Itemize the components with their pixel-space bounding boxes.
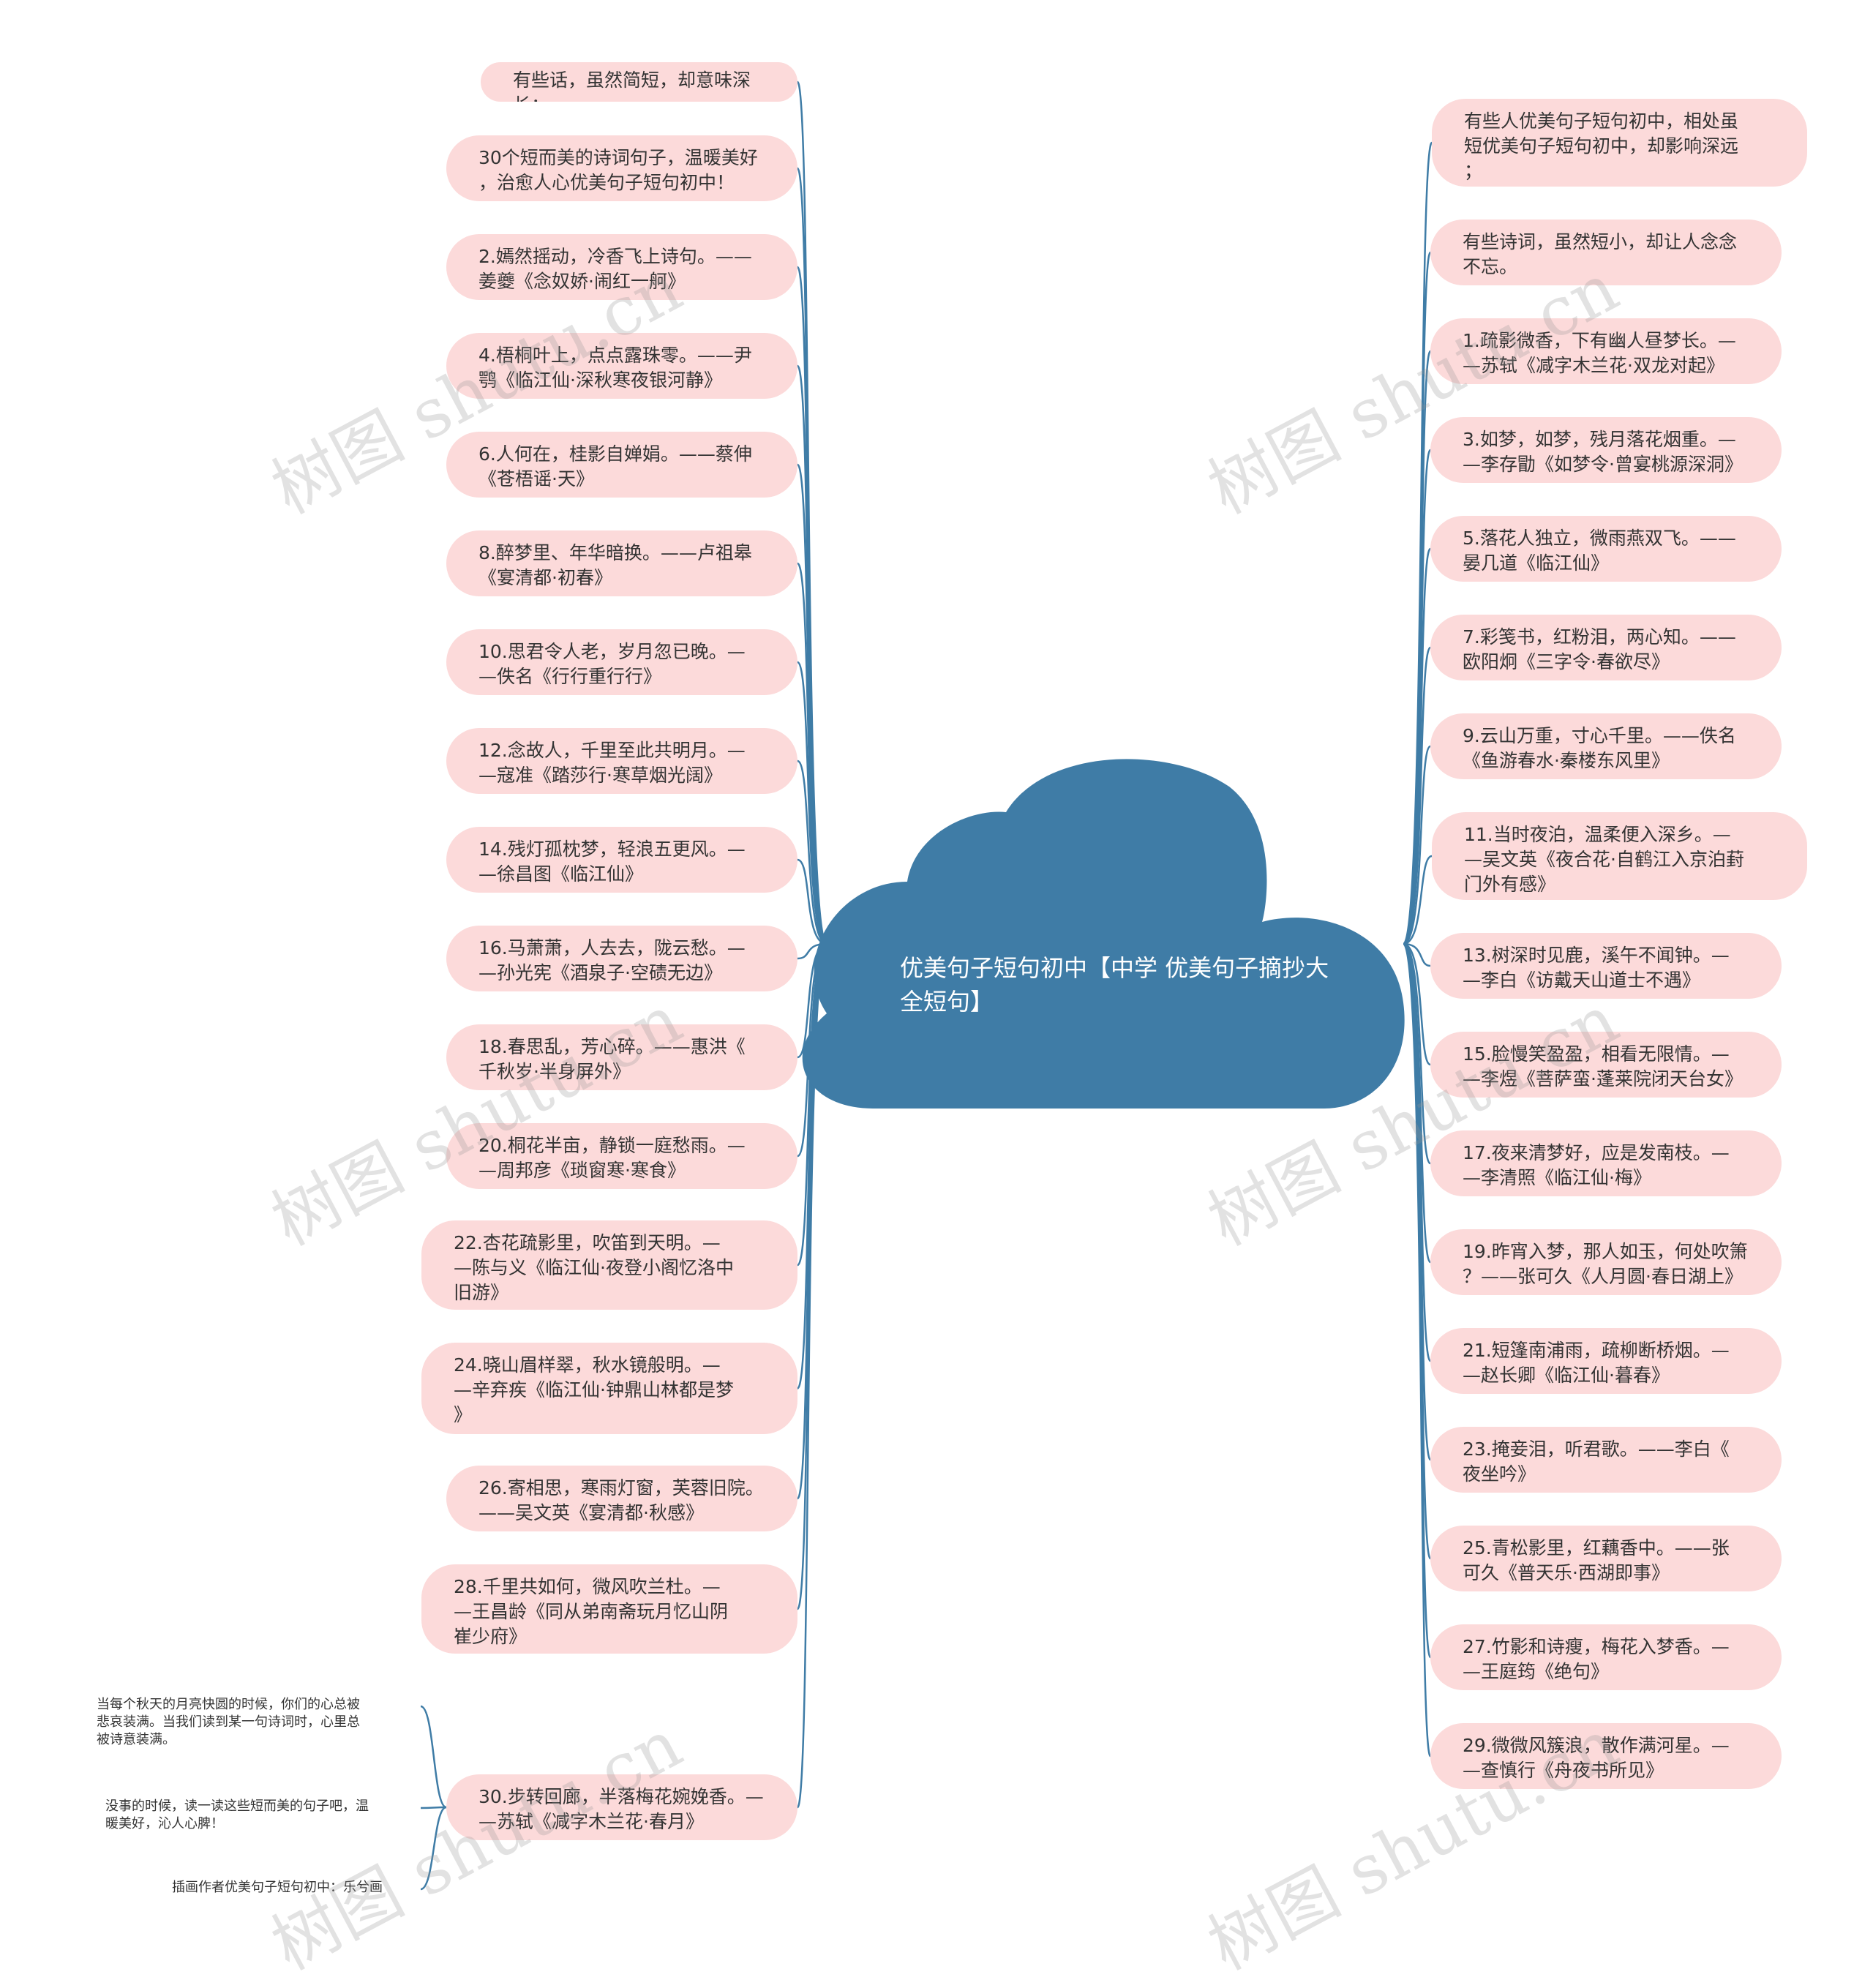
left-node-2[interactable]: 30个短而美的诗词句子，温暖美好 ，治愈人心优美句子短句初中！	[446, 135, 797, 201]
left-node-16[interactable]: 28.千里共如何，微风吹兰杜。— —王昌龄《同从弟南斋玩月忆山阴 崔少府》	[421, 1564, 797, 1654]
node-text: 29.微微风簇浪，散作满河星。— —查慎行《舟夜书所见》	[1463, 1735, 1730, 1781]
node-text: 15.脸慢笑盈盈，相看无限情。— —李煜《菩萨蛮·蓬莱院闭天台女》	[1463, 1043, 1743, 1089]
right-node-1[interactable]: 有些人优美句子短句初中，相处虽 短优美句子短句初中，却影响深远 ；	[1432, 99, 1807, 187]
node-text: 9.云山万重，寸心千里。——佚名 《鱼游春水·秦楼东风里》	[1463, 725, 1736, 771]
node-text: 2.嫣然摇动，冷香飞上诗句。—— 姜夔《念奴娇·闹红一舸》	[478, 246, 752, 292]
note-3: 插画作者优美句子短句初中：乐兮画	[172, 1880, 383, 1895]
node-text: 21.短篷南浦雨，疏柳断桥烟。— —赵长卿《临江仙·暮春》	[1463, 1340, 1730, 1386]
right-link-9	[1403, 942, 1431, 967]
right-link-7	[1403, 745, 1432, 945]
right-node-2[interactable]: 有些诗词，虽然短小，却让人念念 不忘。	[1430, 220, 1782, 285]
node-text: 7.彩笺书，红粉泪，两心知。—— 欧阳炯《三字令·春欲尽》	[1463, 626, 1736, 672]
node-text: 16.马萧萧，人去去，陇云愁。— —孙光宪《酒泉子·空碛无边》	[478, 937, 746, 983]
node-text: 1.疏影微香，下有幽人昼梦长。— —苏轼《减字木兰花·双龙对起》	[1463, 330, 1736, 376]
node-text: 30.步转回廊，半落梅花婉娩香。— —苏轼《减字木兰花·春月》	[478, 1786, 764, 1832]
left-node-12[interactable]: 20.桐花半亩，静锁一庭愁雨。— —周邦彦《琐窗寒·寒食》	[446, 1123, 797, 1189]
right-link-1	[1402, 141, 1433, 945]
node-text: 26.寄相思，寒雨灯窗，芙蓉旧院。 ——吴文英《宴清都·秋感》	[478, 1477, 764, 1523]
left-link-1	[796, 80, 828, 945]
node-text: 5.落花人独立，微雨燕双飞。—— 晏几道《临江仙》	[1463, 528, 1736, 574]
note-1: 当每个秋天的月亮快圆的时候，你们的心总被 悲哀装满。当我们读到某一句诗词时，心里…	[97, 1697, 360, 1747]
left-node-4[interactable]: 4.梧桐叶上，点点露珠零。——尹 鹗《临江仙·深秋寒夜银河静》	[446, 333, 797, 399]
node-text: 11.当时夜泊，温柔便入深乡。— —吴文英《夜合花·自鹤江入京泊葑 门外有感》	[1464, 824, 1744, 895]
right-node-17[interactable]: 29.微微风簇浪，散作满河星。— —查慎行《舟夜书所见》	[1430, 1723, 1782, 1789]
node-text: 23.掩妾泪，听君歌。——李白《 夜坐吟》	[1463, 1439, 1730, 1485]
right-link-8	[1403, 855, 1433, 945]
left-link-9	[797, 858, 827, 945]
right-node-14[interactable]: 23.掩妾泪，听君歌。——李白《 夜坐吟》	[1430, 1427, 1782, 1493]
left-node-1[interactable]: 有些话，虽然简短，却意味深长；	[481, 62, 797, 102]
node-text: 6.人何在，桂影自婵娟。——蔡伸 《苍梧谣·天》	[478, 443, 752, 490]
right-node-5[interactable]: 5.落花人独立，微雨燕双飞。—— 晏几道《临江仙》	[1430, 516, 1782, 582]
left-link-8	[797, 759, 827, 945]
note-link-2	[420, 1806, 447, 1809]
node-text: 28.千里共如何，微风吹兰杜。— —王昌龄《同从弟南斋玩月忆山阴 崔少府》	[454, 1576, 729, 1647]
node-text: 14.残灯孤枕梦，轻浪五更风。— —徐昌图《临江仙》	[478, 839, 746, 885]
right-link-10	[1403, 942, 1431, 1066]
node-text: 10.思君令人老，岁月忽已晚。— —佚名《行行重行行》	[478, 641, 746, 687]
right-node-15[interactable]: 25.青松影里，红藕香中。——张 可久《普天乐·西湖即事》	[1430, 1526, 1782, 1591]
node-text: 22.杏花疏影里，吹笛到天明。— —陈与义《临江仙·夜登小阁忆洛中 旧游》	[454, 1232, 734, 1303]
note-2: 没事的时候，读一读这些短而美的句子吧，温 暖美好，沁人心脾！	[105, 1798, 369, 1831]
node-text: 30个短而美的诗词句子，温暖美好 ，治愈人心优美句子短句初中！	[478, 147, 758, 193]
node-text: 3.如梦，如梦，残月落花烟重。— —李存勖《如梦令·曾宴桃源深洞》	[1463, 429, 1743, 475]
left-node-7[interactable]: 10.思君令人老，岁月忽已晚。— —佚名《行行重行行》	[446, 629, 797, 695]
note-link-1	[420, 1705, 447, 1809]
node-text: 24.晓山眉样翠，秋水镜般明。— —辛弃疾《临江仙·钟鼎山林都是梦 》	[454, 1354, 734, 1425]
node-text: 有些人优美句子短句初中，相处虽 短优美句子短句初中，却影响深远 ；	[1464, 110, 1739, 181]
note-link-3	[420, 1806, 447, 1891]
node-text: 12.念故人，千里至此共明月。— —寇准《踏莎行·寒草烟光阔》	[478, 740, 746, 786]
center-title[interactable]: 优美句子短句初中【中学 优美句子摘抄大全短句】	[900, 954, 1329, 1016]
node-text: 25.青松影里，红藕香中。——张 可久《普天乐·西湖即事》	[1463, 1537, 1730, 1583]
left-node-15[interactable]: 26.寄相思，寒雨灯窗，芙蓉旧院。 ——吴文英《宴清都·秋感》	[446, 1466, 797, 1531]
right-node-9[interactable]: 13.树深时见鹿，溪午不闻钟。— —李白《访戴天山道士不遇》	[1430, 933, 1782, 999]
node-text: 27.竹影和诗瘦，梅花入梦香。— —王庭筠《绝句》	[1463, 1636, 1730, 1682]
left-node-3[interactable]: 2.嫣然摇动，冷香飞上诗句。—— 姜夔《念奴娇·闹红一舸》	[446, 234, 797, 300]
left-node-9[interactable]: 14.残灯孤枕梦，轻浪五更风。— —徐昌图《临江仙》	[446, 827, 797, 893]
right-link-13	[1402, 942, 1432, 1362]
center-cloud-shape[interactable]	[802, 759, 1405, 1109]
node-text: 19.昨宵入梦，那人如玉，何处吹箫 ？——张可久《人月圆·春日湖上》	[1463, 1241, 1748, 1287]
node-text: 8.醉梦里、年华暗换。——卢祖皋 《宴清都·初春》	[478, 542, 752, 588]
node-text: 有些话，虽然简短，却意味深长；	[513, 70, 751, 102]
left-node-17[interactable]: 30.步转回廊，半落梅花婉娩香。— —苏轼《减字木兰花·春月》	[446, 1774, 797, 1840]
right-node-6[interactable]: 7.彩笺书，红粉泪，两心知。—— 欧阳炯《三字令·春欲尽》	[1430, 615, 1782, 680]
right-node-13[interactable]: 21.短篷南浦雨，疏柳断桥烟。— —赵长卿《临江仙·暮春》	[1430, 1328, 1782, 1394]
left-node-13[interactable]: 22.杏花疏影里，吹笛到天明。— —陈与义《临江仙·夜登小阁忆洛中 旧游》	[421, 1220, 797, 1310]
node-text: 17.夜来清梦好，应是发南枝。— —李清照《临江仙·梅》	[1463, 1142, 1730, 1188]
node-text: 20.桐花半亩，静锁一庭愁雨。— —周邦彦《琐窗寒·寒食》	[478, 1135, 746, 1181]
right-node-10[interactable]: 15.脸慢笑盈盈，相看无限情。— —李煜《菩萨蛮·蓬莱院闭天台女》	[1430, 1032, 1782, 1098]
node-text: 4.梧桐叶上，点点露珠零。——尹 鹗《临江仙·深秋寒夜银河静》	[478, 345, 752, 391]
right-node-12[interactable]: 19.昨宵入梦，那人如玉，何处吹箫 ？——张可久《人月圆·春日湖上》	[1430, 1229, 1782, 1295]
node-text: 13.树深时见鹿，溪午不闻钟。— —李白《访戴天山道士不遇》	[1463, 945, 1730, 991]
left-node-5[interactable]: 6.人何在，桂影自婵娟。——蔡伸 《苍梧谣·天》	[446, 432, 797, 498]
right-node-8[interactable]: 11.当时夜泊，温柔便入深乡。— —吴文英《夜合花·自鹤江入京泊葑 门外有感》	[1432, 812, 1807, 900]
left-node-10[interactable]: 16.马萧萧，人去去，陇云愁。— —孙光宪《酒泉子·空碛无边》	[446, 926, 797, 991]
right-node-11[interactable]: 17.夜来清梦好，应是发南枝。— —李清照《临江仙·梅》	[1430, 1130, 1782, 1196]
right-link-12	[1403, 942, 1432, 1264]
right-node-3[interactable]: 1.疏影微香，下有幽人昼梦长。— —苏轼《减字木兰花·双龙对起》	[1430, 318, 1782, 384]
left-node-8[interactable]: 12.念故人，千里至此共明月。— —寇准《踏莎行·寒草烟光阔》	[446, 728, 797, 794]
right-link-11	[1403, 942, 1432, 1165]
right-node-16[interactable]: 27.竹影和诗瘦，梅花入梦香。— —王庭筠《绝句》	[1430, 1624, 1782, 1690]
left-node-14[interactable]: 24.晓山眉样翠，秋水镜般明。— —辛弃疾《临江仙·钟鼎山林都是梦 》	[421, 1343, 797, 1434]
left-node-11[interactable]: 18.春思乱，芳心碎。——惠洪《 千秋岁·半身屏外》	[446, 1024, 797, 1090]
node-text: 有些诗词，虽然短小，却让人念念 不忘。	[1463, 231, 1738, 277]
right-node-7[interactable]: 9.云山万重，寸心千里。——佚名 《鱼游春水·秦楼东风里》	[1430, 713, 1782, 779]
left-node-6[interactable]: 8.醉梦里、年华暗换。——卢祖皋 《宴清都·初春》	[446, 530, 797, 596]
node-text: 18.春思乱，芳心碎。——惠洪《 千秋岁·半身屏外》	[478, 1036, 746, 1082]
right-node-4[interactable]: 3.如梦，如梦，残月落花烟重。— —李存勖《如梦令·曾宴桃源深洞》	[1430, 417, 1782, 483]
